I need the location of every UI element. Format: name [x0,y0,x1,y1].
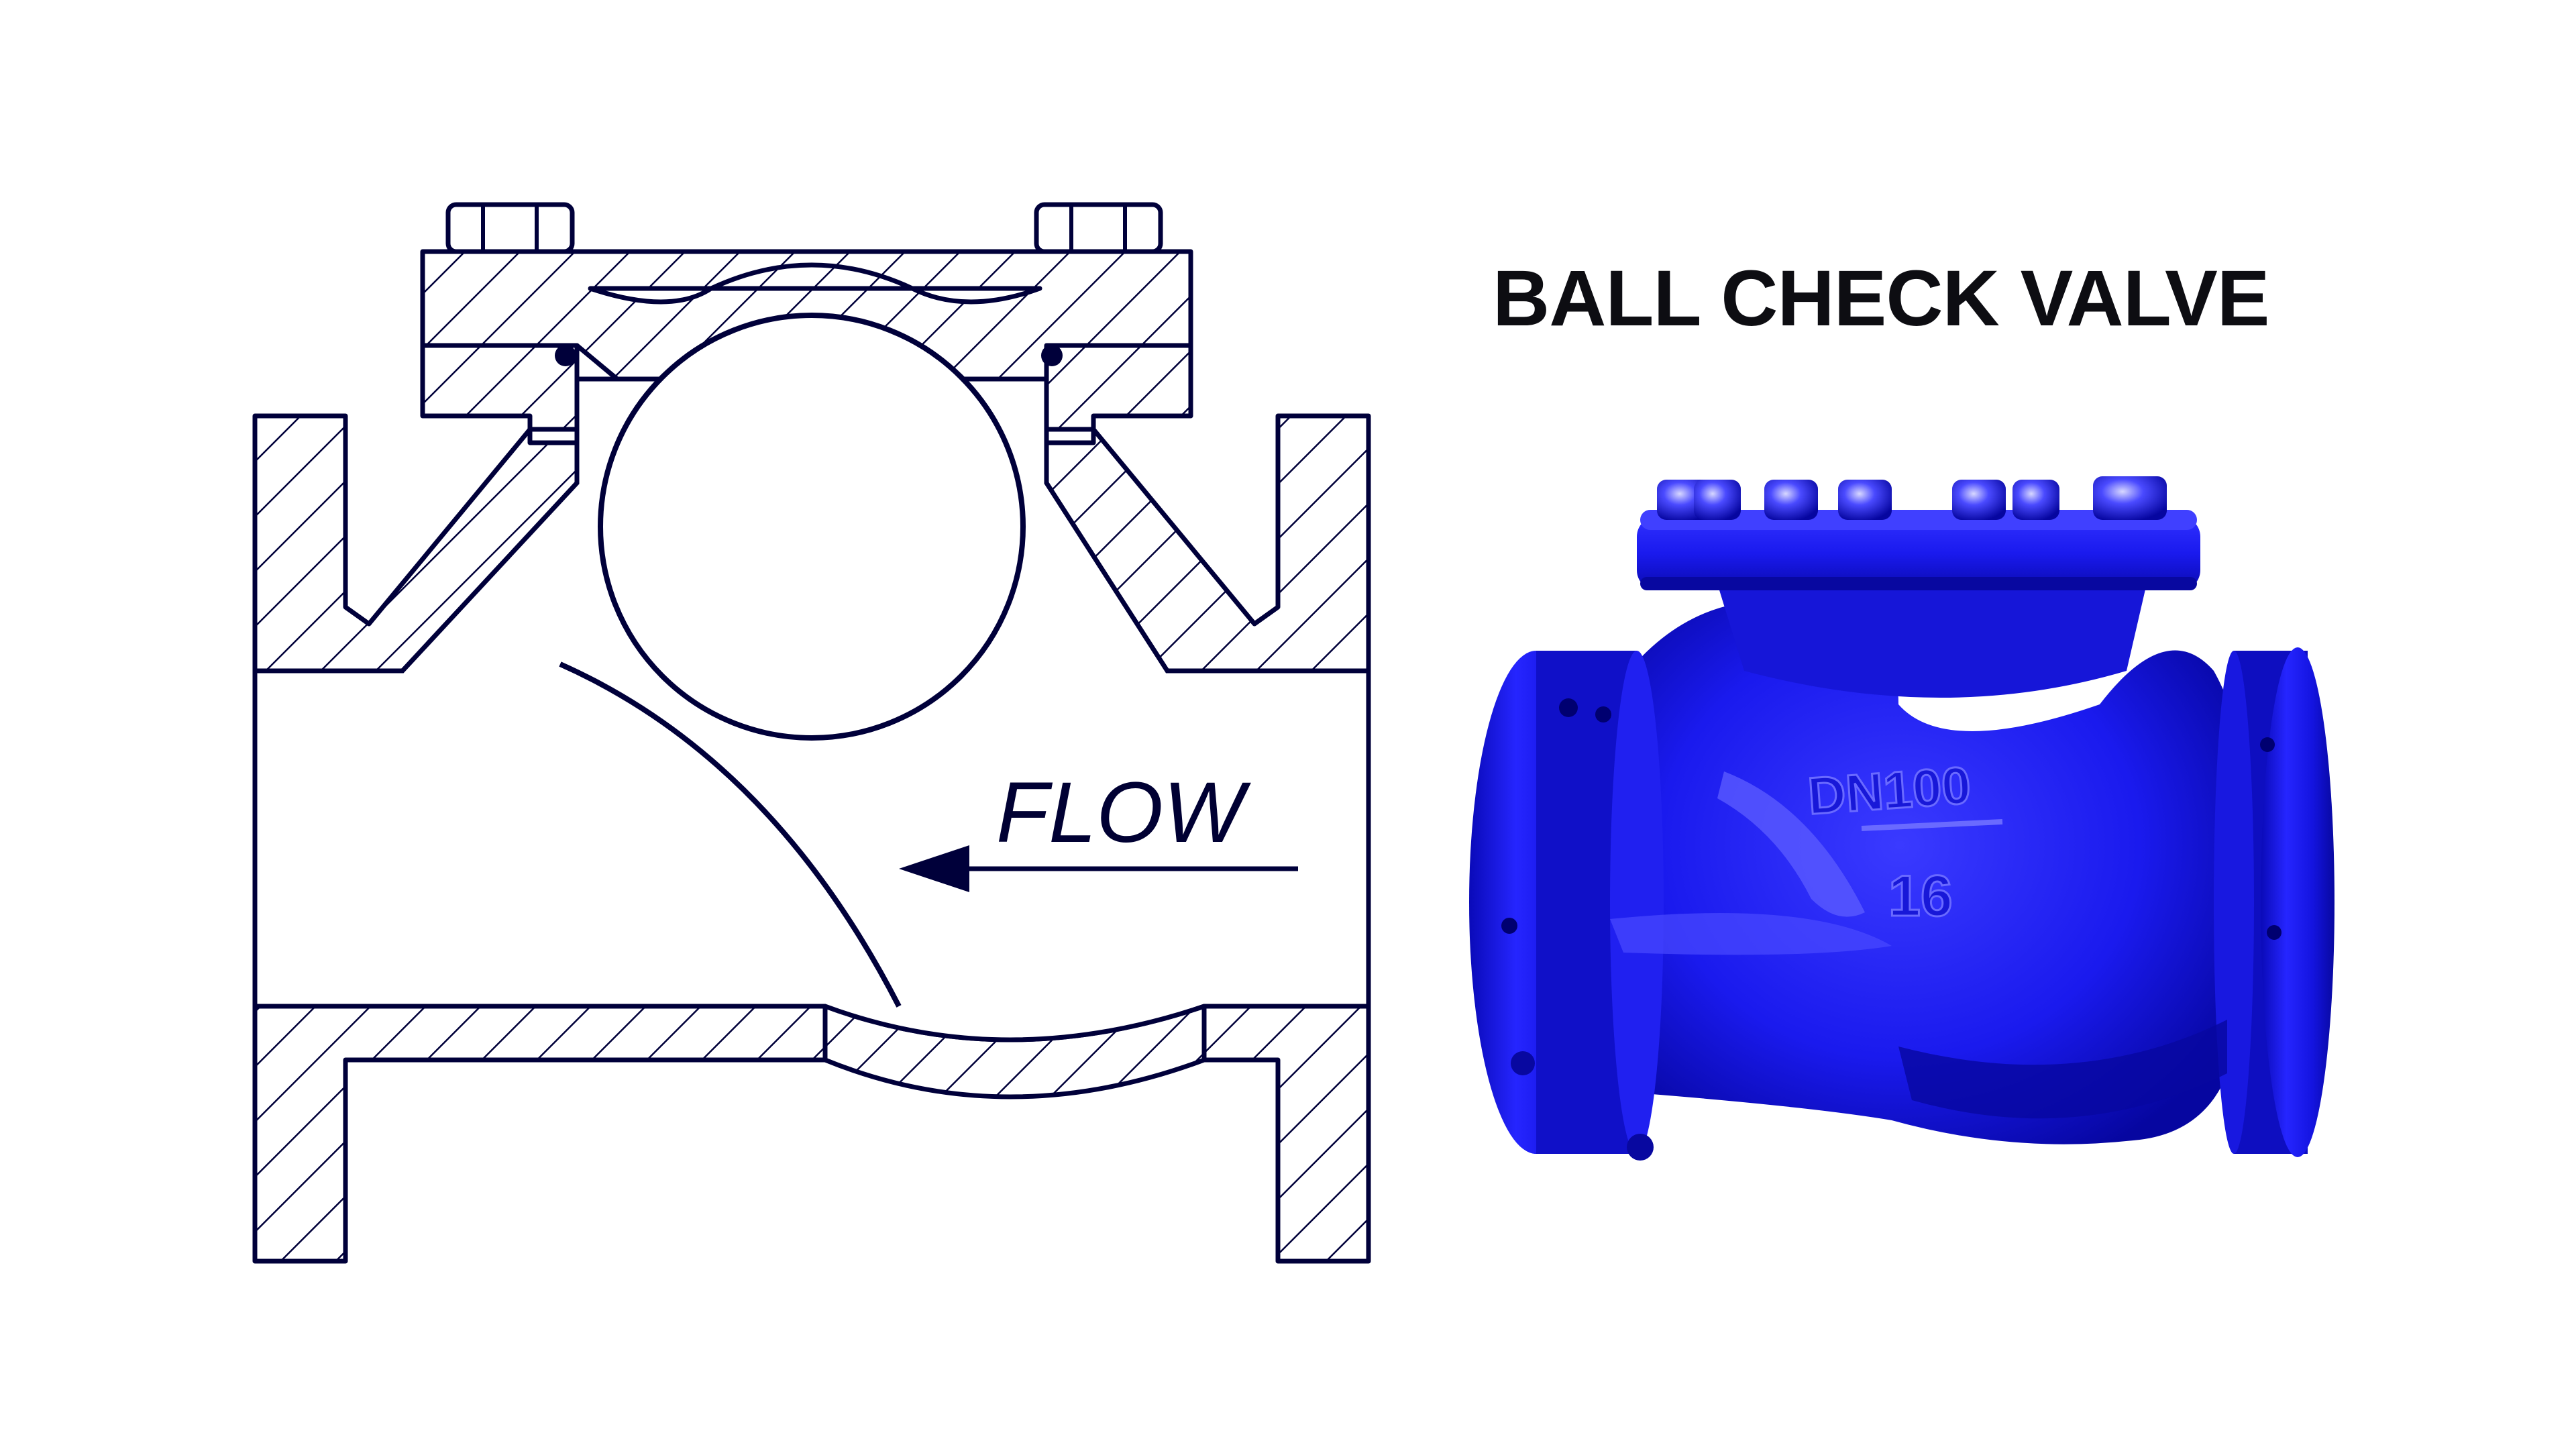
body-shadow [1898,1020,2227,1119]
bonnet-stem-right [1044,343,1193,432]
body-highlight [1717,771,1865,917]
flow-label: FLOW [996,765,1251,861]
bolt-4 [1838,480,1892,520]
bolt-left [445,202,575,254]
bolt-right [1034,202,1163,254]
flange-hole-left-1 [1559,698,1578,717]
bolt-5 [1952,480,2006,520]
valve-neck [1717,584,2147,698]
flow-arrow [899,845,1298,892]
drain-plug-1 [1511,1051,1535,1075]
flange-hole-right-1 [2260,737,2275,752]
flange-hole-left-2 [1595,706,1611,722]
body-highlight-2 [1610,913,1892,955]
arrow-head-icon [899,845,969,892]
flow-streamline [559,661,902,1008]
bolt-7 [2093,476,2167,520]
valve-body [1623,600,2238,1144]
pressure-marking: 16 [1888,864,1953,928]
valve-cover [1637,517,2200,590]
page-title: BALL CHECK VALVE [1493,254,2269,343]
seal-ring-right [1041,345,1063,366]
bonnet-stem-left [420,343,580,432]
bolt-2 [1694,480,1741,520]
check-ball [598,313,1026,741]
valve-photo: DN100 16 [1469,476,2334,1161]
drain-plug-2 [1627,1134,1654,1161]
bonnet-bolts [445,202,1163,254]
cast-flow-arrow [1861,819,2003,831]
cover-bolts [1657,476,2167,520]
bolt-6 [2012,480,2059,520]
bolt-3 [1764,480,1818,520]
seal-ring-left [555,345,576,366]
flange-hole-right-2 [2267,925,2282,940]
flange-hole-left-3 [1501,918,1517,934]
right-flange [2261,647,2334,1157]
size-marking: DN100 [1806,755,1972,826]
